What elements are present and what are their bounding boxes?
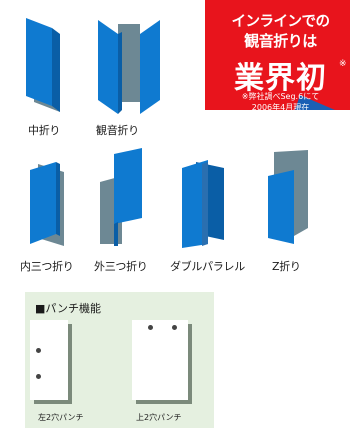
left-punch-sheet [30, 320, 68, 400]
gate-fold-illustration [98, 20, 160, 114]
punch-panel-title: ■パンチ機能 [35, 302, 101, 315]
punch-hole-icon [172, 325, 177, 330]
gate-fold-label: 観音折り [96, 124, 139, 137]
punch-hole-icon [36, 348, 41, 353]
left-punch-label: 左2穴パンチ [38, 413, 84, 422]
z-fold-illustration [268, 150, 308, 244]
top-punch-label: 上2穴パンチ [136, 413, 182, 422]
badge-note-line1: ※弊社調べSeg.6にて [241, 92, 320, 101]
badge-background [205, 0, 350, 110]
badge-headline: 業界初 [234, 61, 327, 96]
badge-line1: インラインでの [231, 14, 331, 30]
outer-tri-fold-label: 外三つ折り [94, 260, 148, 273]
top-punch-sheet [132, 320, 188, 400]
badge-note-line2: 2006年4月現在 [251, 103, 310, 112]
letter-fold-label: 内三つ折り [20, 260, 74, 273]
punch-hole-icon [36, 374, 41, 379]
z-outer-fold-illustration [100, 148, 142, 246]
double-parallel-label: ダブルパラレル [170, 260, 245, 273]
badge-footnote-mark: ※ [339, 59, 347, 69]
badge-line2: 観音折りは [244, 32, 317, 50]
letter-fold-illustration [30, 162, 64, 246]
half-fold-illustration [26, 18, 60, 112]
z-fold-label: Z折り [272, 260, 301, 273]
half-fold-label: 中折り [28, 124, 61, 137]
double-parallel-illustration [182, 160, 224, 248]
punch-hole-icon [148, 325, 153, 330]
